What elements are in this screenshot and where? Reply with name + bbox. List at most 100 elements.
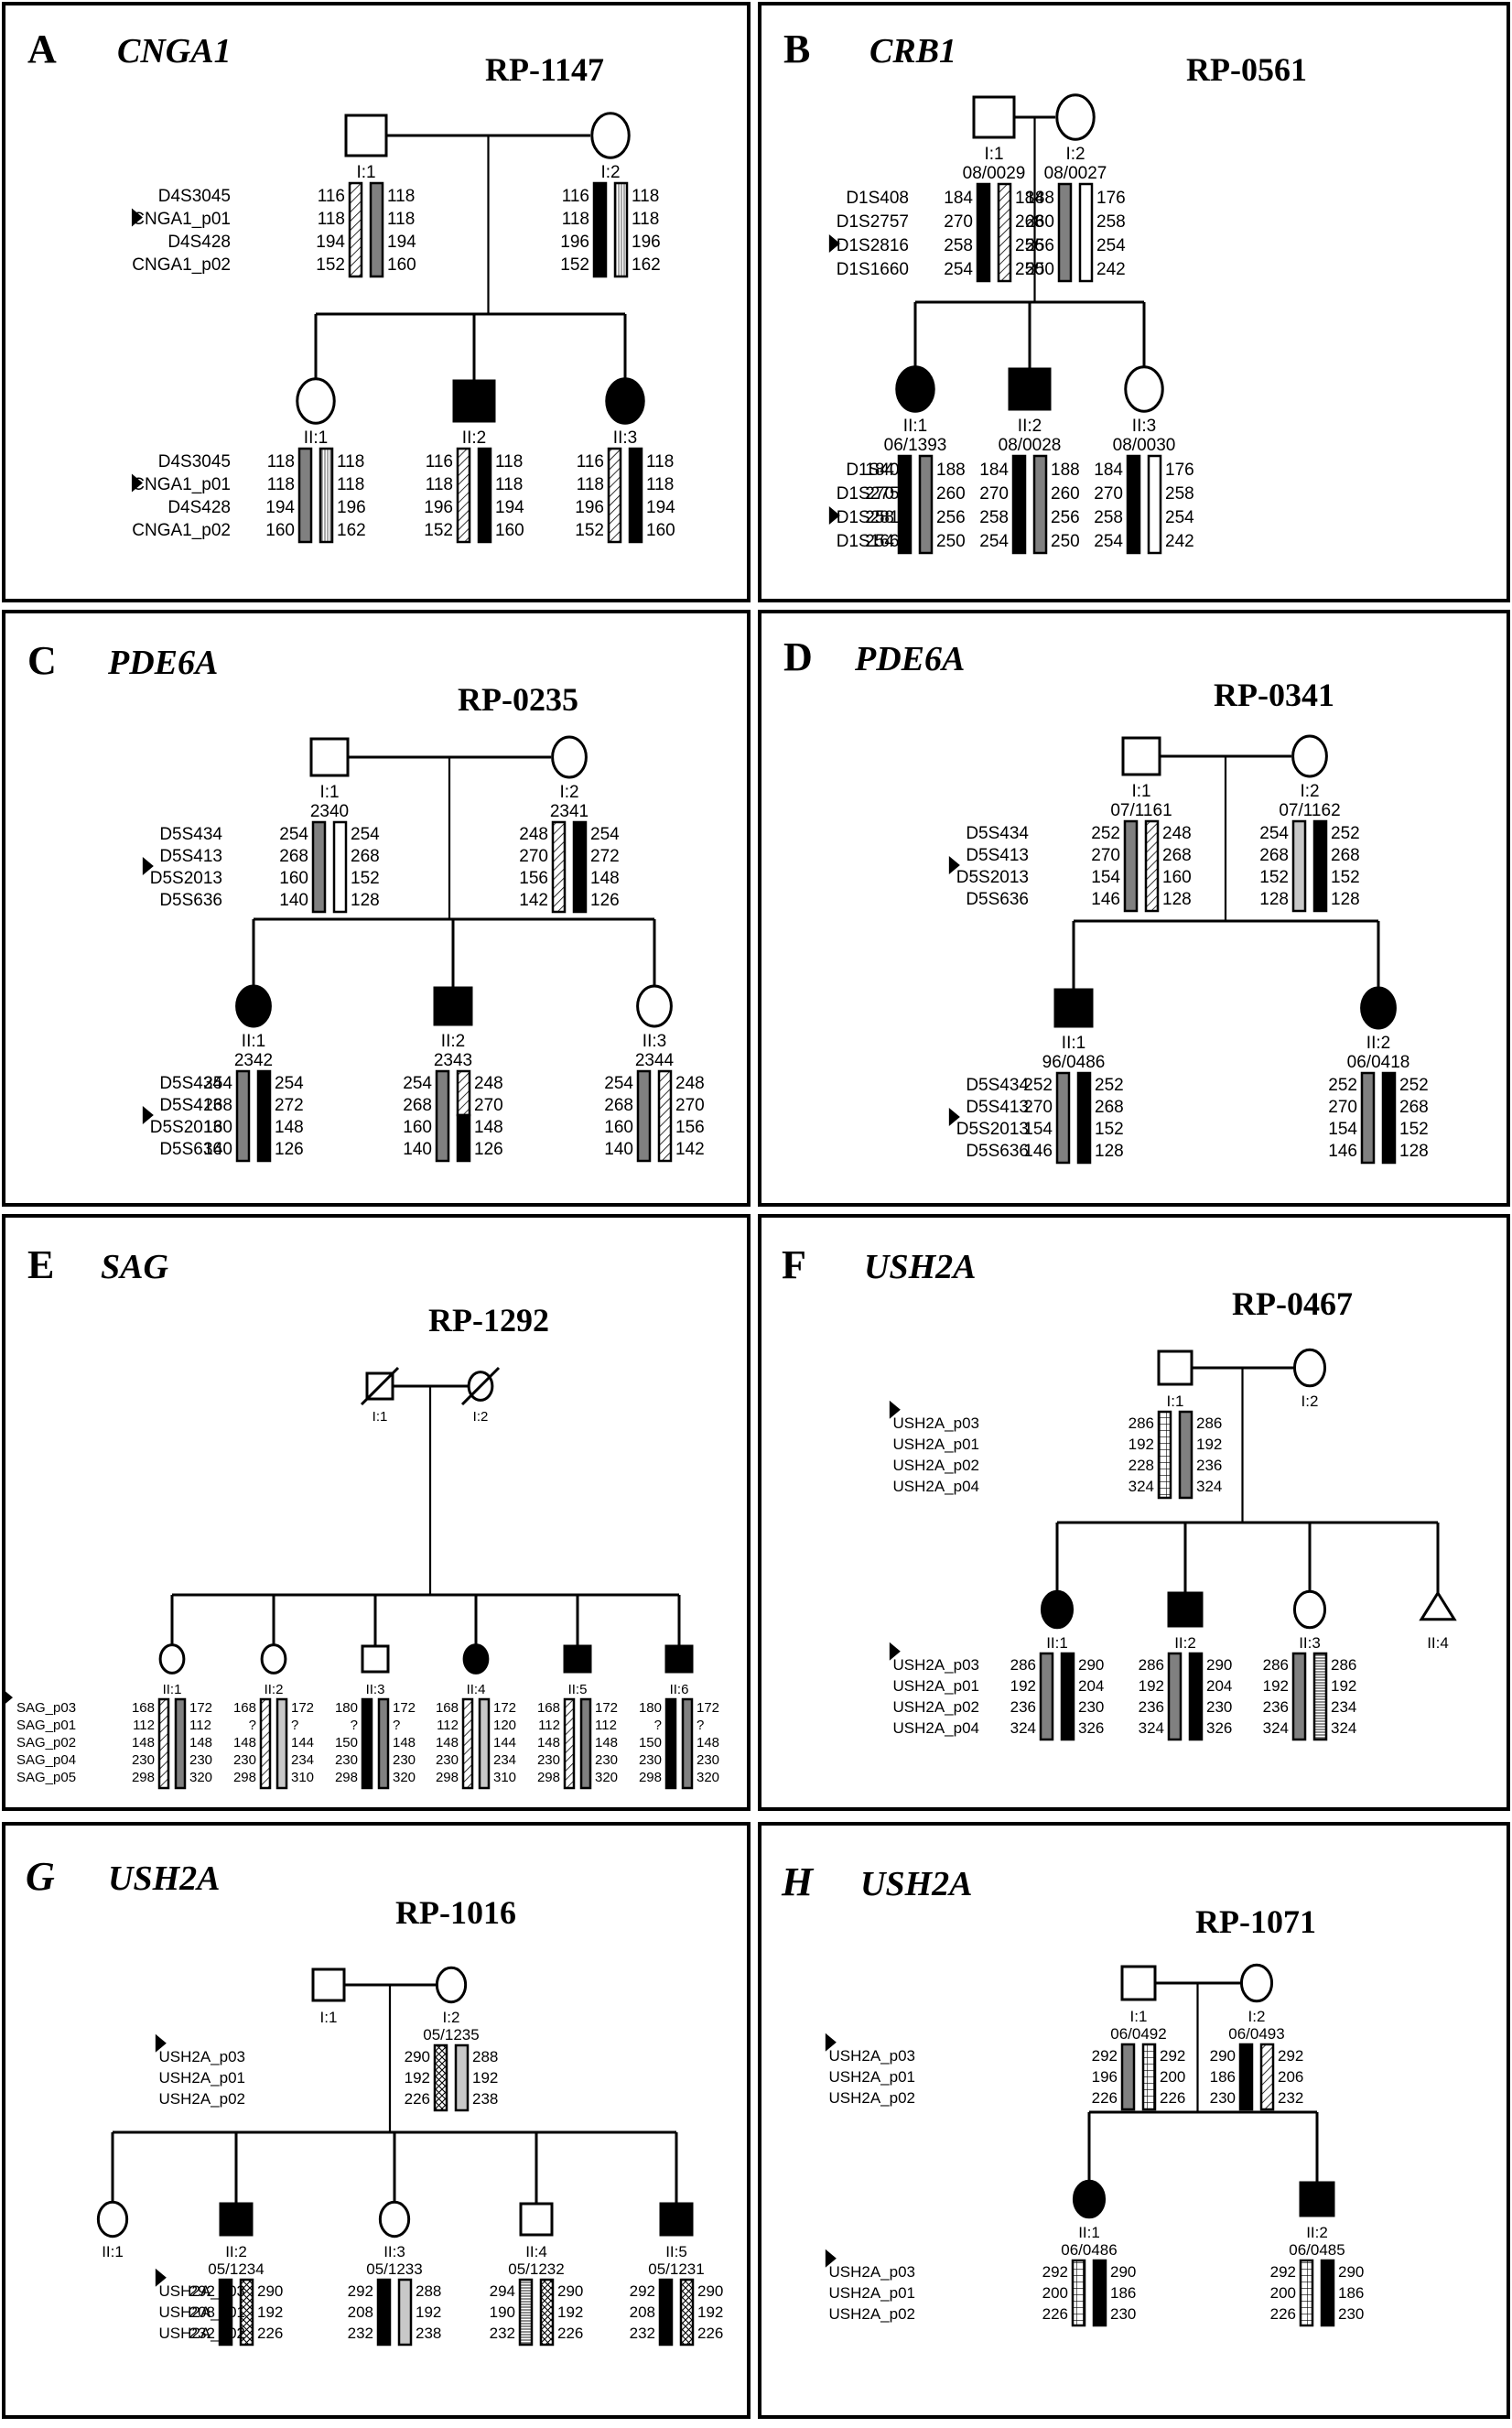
deceased-slash <box>360 1366 400 1406</box>
marker-label: SAG_p03 <box>16 1700 76 1716</box>
marker-label: USH2A_p04 <box>892 1478 979 1495</box>
panel-frame <box>2 1214 751 1811</box>
allele-left: 192 <box>1263 1677 1289 1695</box>
haplotype-bar-right <box>239 2278 254 2347</box>
allele-left: 190 <box>490 2303 515 2321</box>
allele-right: 152 <box>1095 1120 1124 1139</box>
allele-right: 320 <box>595 1770 618 1785</box>
allele-left: 226 <box>1042 2305 1068 2323</box>
allele-right: 172 <box>595 1700 618 1716</box>
marker-label: D5S636 <box>159 1140 222 1159</box>
sample-id: 06/0486 <box>1061 2241 1117 2259</box>
allele-right: 118 <box>337 452 364 472</box>
allele-left: 324 <box>1139 1719 1164 1737</box>
allele-right: 238 <box>416 2325 441 2342</box>
sample-id: 06/0493 <box>1228 2025 1284 2043</box>
allele-right: 250 <box>1015 260 1044 279</box>
allele-right: 128 <box>1399 1142 1429 1161</box>
allele-right: 226 <box>557 2325 583 2342</box>
allele-left: 160 <box>203 1118 232 1137</box>
allele-left: 208 <box>630 2303 655 2321</box>
allele-left: 268 <box>279 847 308 866</box>
allele-left: 254 <box>604 1074 633 1093</box>
allele-left: 268 <box>403 1096 432 1115</box>
marker-label: D5S2013 <box>150 1118 222 1137</box>
allele-left: 230 <box>233 1752 256 1768</box>
allele-right: 186 <box>1338 2284 1364 2302</box>
haplotype-bar-left <box>297 447 313 544</box>
allele-left: 298 <box>436 1770 459 1785</box>
allele-left: 270 <box>865 484 894 504</box>
marker-label: D5S2013 <box>956 1120 1029 1139</box>
allele-left: 248 <box>519 825 548 844</box>
haplotype-bar-right <box>377 1697 390 1790</box>
sample-id: 2343 <box>434 1051 472 1070</box>
allele-right: 144 <box>291 1735 314 1751</box>
haplotype-bar-right <box>477 447 492 544</box>
sample-id: 05/1234 <box>208 2260 264 2278</box>
panel-letter: B <box>783 27 810 71</box>
allele-left: 200 <box>1270 2284 1296 2302</box>
allele-right: 196 <box>337 498 366 517</box>
allele-left: 324 <box>1263 1719 1289 1737</box>
allele-left: 168 <box>537 1700 560 1716</box>
male-symbol <box>361 1644 390 1674</box>
male-symbol <box>1053 988 1094 1028</box>
allele-left: 148 <box>436 1735 459 1751</box>
individual-id: II:5 <box>665 2243 687 2260</box>
haplotype-bar-left <box>235 1069 251 1163</box>
panel-frame <box>2 1822 751 2419</box>
female-symbol <box>378 2200 411 2238</box>
female-symbol <box>296 377 336 425</box>
causative-marker-arrow-icon <box>142 1106 154 1124</box>
individual-id: II:3 <box>1299 1634 1321 1652</box>
panel-letter: C <box>27 638 57 683</box>
haplotype-bar-left <box>897 454 913 555</box>
allele-left: 146 <box>1023 1142 1053 1161</box>
haplotype-bar-left <box>1071 2259 1086 2327</box>
haplotype-bar-right <box>454 2043 470 2112</box>
haplotype-bar-right <box>1147 454 1162 555</box>
allele-right: 160 <box>646 521 675 540</box>
causative-marker-arrow-icon <box>131 473 143 493</box>
allele-left: 186 <box>1210 2068 1236 2086</box>
gene-label: PDE6A <box>854 640 965 678</box>
male-symbol <box>1121 736 1161 776</box>
allele-left: 112 <box>538 1718 560 1733</box>
haplotype-bar-right <box>997 182 1012 283</box>
allele-right: 172 <box>697 1700 719 1716</box>
allele-left: 230 <box>1210 2089 1236 2107</box>
individual-id: I:2 <box>559 783 578 802</box>
haplotype-bar-left <box>1360 1071 1376 1165</box>
family-id: RP-0467 <box>1232 1285 1353 1322</box>
allele-right: 260 <box>936 484 966 504</box>
female-symbol <box>1292 1348 1327 1388</box>
allele-left: 252 <box>1328 1076 1357 1095</box>
individual-id: I:2 <box>473 1409 489 1425</box>
allele-right: 128 <box>1162 890 1192 909</box>
individual-id: I:2 <box>1300 782 1319 801</box>
allele-right: 270 <box>474 1096 503 1115</box>
individual-id: II:2 <box>1366 1034 1390 1053</box>
panel-letter: H <box>781 1859 815 1904</box>
allele-left: 226 <box>1092 2089 1118 2107</box>
individual-id: II:2 <box>225 2243 247 2260</box>
haplotype-bar-left <box>361 1697 373 1790</box>
male-symbol <box>452 379 496 423</box>
panel-frame <box>2 610 751 1207</box>
marker-label: D5S434 <box>966 1076 1029 1095</box>
allele-left: 184 <box>1094 461 1123 480</box>
allele-left: 270 <box>944 212 973 232</box>
allele-left: 118 <box>562 210 589 229</box>
sample-id: 05/1235 <box>423 2026 479 2043</box>
allele-left: 298 <box>639 1770 662 1785</box>
causative-marker-arrow-icon <box>825 2249 837 2268</box>
allele-right: 268 <box>1095 1098 1124 1117</box>
allele-left: 152 <box>316 255 345 275</box>
male-symbol <box>1008 367 1052 411</box>
female-symbol <box>1360 986 1397 1030</box>
allele-left: ? <box>249 1718 256 1733</box>
allele-right: 172 <box>189 1700 212 1716</box>
allele-left: 232 <box>348 2325 373 2342</box>
